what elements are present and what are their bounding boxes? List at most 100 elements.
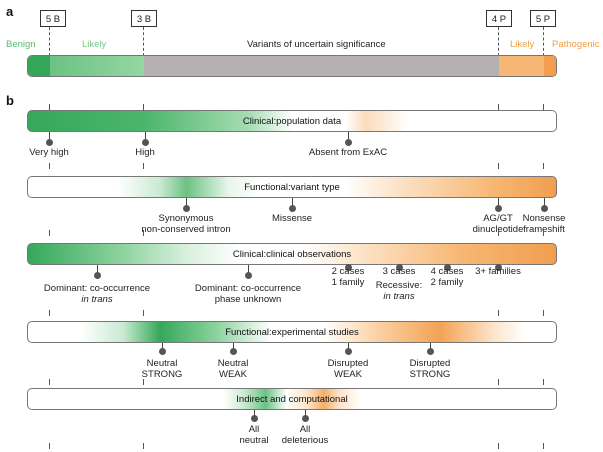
criterion-tick [248, 265, 249, 273]
criterion-label-line: deleterious [281, 435, 329, 446]
ref-mark [49, 310, 50, 316]
criterion-label: 3+ families [475, 266, 521, 277]
bar-title-indirect-computational: Indirect and computational [236, 394, 348, 405]
criterion-label: 3 cases Recessive:in trans [376, 266, 422, 302]
label-vus: Variants of uncertain significance [247, 39, 386, 50]
criterion-tick [97, 265, 98, 273]
criterion-dot [427, 348, 434, 355]
criterion-dot [94, 272, 101, 279]
divider-4p [498, 27, 499, 77]
ref-mark [143, 379, 144, 385]
criterion-dot [230, 348, 237, 355]
ref-mark [498, 379, 499, 385]
ref-mark [143, 443, 144, 449]
panel-b-label: b [6, 93, 14, 108]
criterion-label-line: STRONG [141, 369, 183, 380]
ref-mark [498, 443, 499, 449]
divider-3b [143, 27, 144, 77]
criterion-tick [544, 198, 545, 206]
criterion-label-line: Absent from ExAC [308, 147, 388, 158]
criterion-label-line: Dominant: co-occurrence [194, 283, 302, 294]
criterion-label-line: Synonymous [158, 213, 214, 224]
criterion-label-line: Recessive: [375, 280, 423, 291]
criterion-label: Absent from ExAC [309, 147, 387, 158]
criterion-tick [292, 198, 293, 206]
bar-title-clinical-observations: Clinical:clinical observations [232, 249, 352, 260]
criterion-dot [46, 139, 53, 146]
ref-mark [49, 230, 50, 236]
criterion-label-line: All [299, 424, 311, 435]
criterion-label-line: 3+ families [475, 266, 521, 277]
ref-mark [543, 230, 544, 236]
segment-likely-pathogenic [499, 56, 544, 76]
ref-mark [49, 163, 50, 169]
criterion-tick [145, 132, 146, 140]
criterion-dot [159, 348, 166, 355]
criterion-label-line: Disrupted [327, 358, 369, 369]
criterion-dot [142, 139, 149, 146]
criterion-label-line: in trans [383, 291, 415, 302]
segment-vus [144, 56, 499, 76]
criterion-label-line: WEAK [219, 369, 247, 380]
criterion-label-line: Very high [29, 147, 69, 158]
tag-3b: 3 B [131, 10, 157, 27]
tag-5b: 5 B [40, 10, 66, 27]
criterion-label-line: Nonsense [522, 213, 566, 224]
criterion-label-line: Neutral [146, 358, 178, 369]
criterion-label-line: in trans [81, 294, 113, 305]
criterion-dot [495, 205, 502, 212]
bar-indirect-computational: Indirect and computational [27, 388, 557, 410]
label-benign: Benign [6, 39, 36, 50]
segment-likely-benign [50, 56, 144, 76]
ref-mark [143, 310, 144, 316]
label-likely-pathogenic: Likely [510, 39, 535, 50]
ref-mark [143, 230, 144, 236]
criterion-dot [245, 272, 252, 279]
criterion-dot [302, 415, 309, 422]
criterion-label-line: All [248, 424, 260, 435]
criterion-label-line: Disrupted [409, 358, 451, 369]
segment-pathogenic [544, 56, 556, 76]
ref-mark [543, 379, 544, 385]
label-pathogenic: Pathogenic [552, 39, 600, 50]
ref-mark [49, 443, 50, 449]
criterion-label-line: STRONG [409, 369, 451, 380]
ref-mark [543, 310, 544, 316]
criterion-label-line: 1 family [331, 277, 365, 288]
criterion-label-line: 2 family [430, 277, 464, 288]
criterion-tick [49, 132, 50, 140]
criterion-label-line: dinucleotide [472, 224, 524, 235]
criterion-label-line [376, 277, 422, 280]
segment-benign [28, 56, 50, 76]
panel-a-label: a [6, 4, 14, 19]
criterion-label: Missense [272, 213, 312, 224]
criterion-label-line: Dominant: co-occurrence [43, 283, 151, 294]
criterion-label-line: Missense [271, 213, 313, 224]
bar-variant-type: Functional:variant type [27, 176, 557, 198]
criterion-label-line: WEAK [334, 369, 362, 380]
criterion-dot [345, 139, 352, 146]
criterion-label: Very high [29, 147, 69, 158]
criterion-dot [183, 205, 190, 212]
criterion-label-line: AG/GT [483, 213, 513, 224]
criterion-label-line: High [135, 147, 155, 158]
tag-4p: 4 P [486, 10, 512, 27]
criterion-dot [289, 205, 296, 212]
criterion-label-line: frameshift [523, 224, 565, 235]
criterion-tick [186, 198, 187, 206]
criterion-label-line: Neutral [217, 358, 249, 369]
criterion-tick [348, 132, 349, 140]
ref-mark [49, 104, 50, 110]
ref-mark [49, 379, 50, 385]
criterion-label-line: phase unknown [214, 294, 282, 305]
criterion-label-line: neutral [239, 435, 269, 446]
